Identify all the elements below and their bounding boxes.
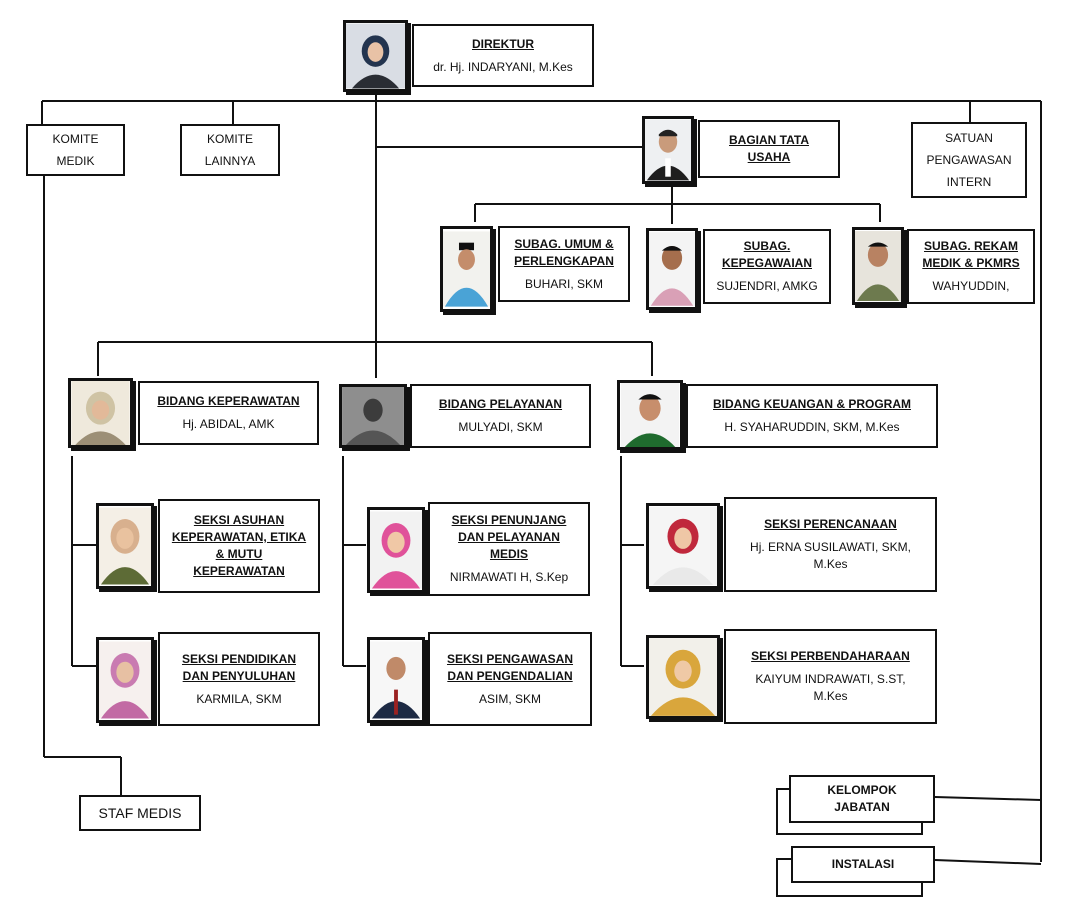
komite-medik-line2: MEDIK xyxy=(56,154,95,168)
subag-umum-title2: PERLENGKAPAN xyxy=(514,253,614,268)
bidang-keperawatan-name: Hj. ABIDAL, AMK xyxy=(182,417,275,431)
instalasi-label: INSTALASI xyxy=(831,857,895,871)
seksi-asuhan-title2: KEPERAWATAN, ETIKA xyxy=(171,530,307,544)
staf-medis-box: STAF MEDIS xyxy=(79,795,201,831)
seksi-pengawasan-title2: DAN PENGENDALIAN xyxy=(447,668,573,683)
subag-rekam-title1: SUBAG. REKAM xyxy=(923,239,1018,253)
bagian-tata-usaha-title2: USAHA xyxy=(747,150,791,164)
seksi-penunjang-box: SEKSI PENUNJANG DAN PELAYANAN MEDIS NIRM… xyxy=(428,502,590,596)
seksi-pendidikan-name: KARMILA, SKM xyxy=(196,691,282,706)
satuan-line2: PENGAWASAN xyxy=(926,153,1012,167)
direktur-name: dr. Hj. INDARYANI, M.Kes xyxy=(433,59,573,74)
seksi-pengawasan-name: ASIM, SKM xyxy=(478,691,541,706)
kelompok-jabatan-box: KELOMPOK JABATAN xyxy=(789,775,935,823)
komite-lainnya-box: KOMITE LAINNYA xyxy=(180,124,280,176)
bidang-pelayanan-title: BIDANG PELAYANAN xyxy=(438,397,563,411)
subag-rekam-name: WAHYUDDIN, xyxy=(932,279,1010,293)
bagian-tata-usaha-box: BAGIAN TATA USAHA xyxy=(698,120,840,178)
subag-kepegawaian-title1: SUBAG. xyxy=(743,239,791,253)
subag-umum-name: BUHARI, SKM xyxy=(524,276,603,291)
seksi-pengawasan-box: SEKSI PENGAWASAN DAN PENGENDALIAN ASIM, … xyxy=(428,632,592,726)
komite-medik-box: KOMITE MEDIK xyxy=(26,124,125,176)
bagian-tata-usaha-photo xyxy=(642,116,694,184)
seksi-perencanaan-name1: Hj. ERNA SUSILAWATI, SKM, xyxy=(750,540,911,554)
bidang-keuangan-photo xyxy=(617,380,683,450)
seksi-penunjang-title2: DAN PELAYANAN xyxy=(458,530,560,544)
bidang-keuangan-box: BIDANG KEUANGAN & PROGRAM H. SYAHARUDDIN… xyxy=(686,384,938,448)
komite-lainnya-line1: KOMITE xyxy=(206,132,253,146)
satuan-line1: SATUAN xyxy=(945,131,993,145)
bidang-pelayanan-photo xyxy=(339,384,407,448)
subag-umum-photo xyxy=(440,226,493,312)
seksi-perencanaan-box: SEKSI PERENCANAAN Hj. ERNA SUSILAWATI, S… xyxy=(724,497,937,592)
bagian-tata-usaha-title1: BAGIAN TATA xyxy=(729,133,809,147)
instalasi-box: INSTALASI xyxy=(791,846,935,883)
satuan-line3: INTERN xyxy=(946,175,992,189)
bidang-keuangan-title: BIDANG KEUANGAN & PROGRAM xyxy=(713,397,911,411)
seksi-asuhan-title1: SEKSI ASUHAN xyxy=(193,513,285,527)
kelompok-jabatan-line2: JABATAN xyxy=(834,800,890,814)
seksi-pendidikan-title2: DAN PENYULUHAN xyxy=(182,668,296,683)
seksi-perbendaharaan-name1: KAIYUM INDRAWATI, S.ST, xyxy=(755,672,906,686)
seksi-perencanaan-title: SEKSI PERENCANAAN xyxy=(764,517,897,531)
bidang-keperawatan-title: BIDANG KEPERAWATAN xyxy=(157,394,300,408)
satuan-pengawasan-box: SATUAN PENGAWASAN INTERN xyxy=(911,122,1027,198)
subag-rekam-medik-photo xyxy=(852,227,904,305)
seksi-asuhan-title3: & MUTU xyxy=(215,547,263,561)
seksi-pengawasan-photo xyxy=(367,637,425,723)
seksi-perbendaharaan-box: SEKSI PERBENDAHARAAN KAIYUM INDRAWATI, S… xyxy=(724,629,937,724)
subag-kepegawaian-title2: KEPEGAWAIAN xyxy=(721,256,812,270)
subag-kepegawaian-box: SUBAG. KEPEGAWAIAN SUJENDRI, AMKG xyxy=(703,229,831,304)
direktur-box: DIREKTUR dr. Hj. INDARYANI, M.Kes xyxy=(412,24,594,87)
subag-rekam-title2: MEDIK & PKMRS xyxy=(922,256,1020,270)
seksi-asuhan-title4: KEPERAWATAN xyxy=(193,564,285,578)
subag-kepegawaian-name: SUJENDRI, AMKG xyxy=(716,279,818,293)
seksi-perencanaan-photo xyxy=(646,503,720,589)
subag-kepegawaian-photo xyxy=(646,228,698,310)
seksi-perencanaan-name2: M.Kes xyxy=(813,557,848,571)
subag-umum-box: SUBAG. UMUM & PERLENGKAPAN BUHARI, SKM xyxy=(498,226,630,302)
seksi-pendidikan-box: SEKSI PENDIDIKAN DAN PENYULUHAN KARMILA,… xyxy=(158,632,320,726)
subag-umum-title1: SUBAG. UMUM & xyxy=(514,236,614,251)
seksi-penunjang-title1: SEKSI PENUNJANG xyxy=(451,513,567,527)
seksi-perbendaharaan-title: SEKSI PERBENDAHARAAN xyxy=(751,649,910,663)
komite-medik-line1: KOMITE xyxy=(52,132,99,146)
seksi-asuhan-box: SEKSI ASUHAN KEPERAWATAN, ETIKA & MUTU K… xyxy=(158,499,320,593)
direktur-photo xyxy=(343,20,408,92)
staf-medis-label: STAF MEDIS xyxy=(98,804,182,821)
seksi-perbendaharaan-photo xyxy=(646,635,720,719)
seksi-penunjang-title3: MEDIS xyxy=(489,547,528,561)
bidang-keperawatan-photo xyxy=(68,378,133,448)
bidang-pelayanan-box: BIDANG PELAYANAN MULYADI, SKM xyxy=(410,384,591,448)
seksi-pendidikan-photo xyxy=(96,637,154,723)
komite-lainnya-line2: LAINNYA xyxy=(204,154,256,168)
bidang-pelayanan-name: MULYADI, SKM xyxy=(458,420,543,434)
seksi-pendidikan-title1: SEKSI PENDIDIKAN xyxy=(181,651,297,666)
seksi-perbendaharaan-name2: M.Kes xyxy=(813,689,848,703)
seksi-penunjang-photo xyxy=(367,507,425,593)
direktur-title: DIREKTUR xyxy=(472,36,534,51)
bidang-keperawatan-box: BIDANG KEPERAWATAN Hj. ABIDAL, AMK xyxy=(138,381,319,445)
seksi-pengawasan-title1: SEKSI PENGAWASAN xyxy=(446,651,574,666)
kelompok-jabatan-line1: KELOMPOK xyxy=(827,783,897,797)
bidang-keuangan-name: H. SYAHARUDDIN, SKM, M.Kes xyxy=(724,420,900,434)
seksi-penunjang-name: NIRMAWATI H, S.Kep xyxy=(449,570,569,584)
seksi-asuhan-photo xyxy=(96,503,154,589)
subag-rekam-medik-box: SUBAG. REKAM MEDIK & PKMRS WAHYUDDIN, xyxy=(907,229,1035,304)
